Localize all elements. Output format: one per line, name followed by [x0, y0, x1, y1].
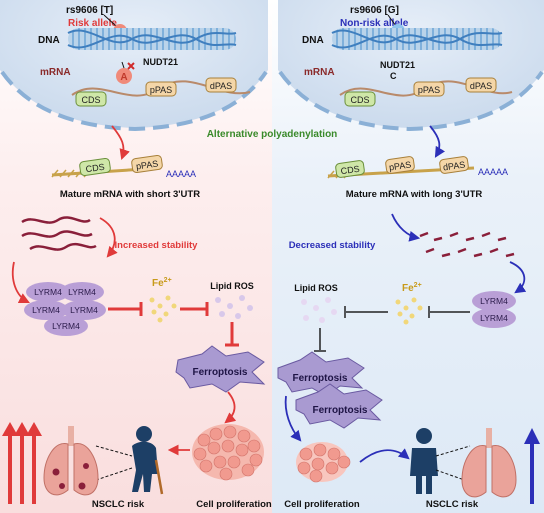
left-dna-helix-icon [67, 28, 237, 50]
right-strand-arrow-out [509, 261, 527, 294]
svg-text:CDS: CDS [85, 162, 105, 175]
right-mrna-label: mRNA [304, 67, 335, 78]
left-cds-box: CDS [75, 91, 107, 107]
right-cell-prolif-label: Cell proliferation [284, 499, 360, 510]
right-ferroptosis-star-2: Ferroptosis [295, 383, 383, 429]
svg-text:LYRM4: LYRM4 [52, 321, 80, 331]
right-dna-helix-icon [331, 28, 503, 50]
left-mrna-label: mRNA [40, 67, 71, 78]
svg-text:LYRM4: LYRM4 [34, 287, 62, 297]
svg-text:Ferroptosis: Ferroptosis [292, 373, 347, 384]
right-allele-label: Non-risk allele [340, 18, 409, 29]
right-cds-box: CDS [344, 91, 376, 107]
right-mrna-fragments [419, 231, 515, 258]
right-prolif-arrow [359, 448, 410, 463]
svg-text:CDS: CDS [350, 95, 369, 105]
svg-text:LYRM4: LYRM4 [32, 305, 60, 315]
right-lipid-ros-label: Lipid ROS [294, 283, 338, 293]
right-apa-arrow [429, 125, 446, 158]
left-lipid-ros-label: Lipid ROS [210, 281, 254, 291]
right-nudt21-label: NUDT21 [380, 60, 415, 70]
right-dpas-box: dPAS [465, 77, 497, 93]
svg-text:pPAS: pPAS [418, 85, 440, 95]
left-dna-label: DNA [38, 35, 60, 46]
left-mrna-base-circle [116, 68, 132, 84]
svg-text:dPAS: dPAS [470, 81, 492, 91]
svg-text:LYRM4: LYRM4 [68, 287, 96, 297]
nonrisk-up-arrow-icon [524, 428, 540, 504]
right-stability-label: Decreased stability [289, 240, 376, 251]
left-block-x-icon [127, 62, 135, 70]
right-strand-arrow-in [391, 213, 421, 242]
center-apa-label: Alternative polyadenylation [207, 129, 338, 140]
left-mrna-strands [21, 216, 97, 251]
left-strand-arrow [99, 217, 118, 258]
svg-text:CDS: CDS [81, 95, 100, 105]
right-product-caption: Mature mRNA with long 3'UTR [346, 189, 483, 200]
left-lyrm4-arrow [11, 261, 30, 303]
right-ferroptosis-star-1: Ferroptosis [277, 351, 365, 397]
svg-text:dPAS: dPAS [442, 159, 466, 172]
left-snp-label: rs9606 [T] [66, 5, 113, 16]
left-nsclc-label: NSCLC risk [92, 499, 145, 510]
svg-text:LYRM4: LYRM4 [480, 313, 508, 323]
left-mature-mrna: CDS pPAS AAAAA [51, 154, 196, 179]
left-cell-cluster-icon [192, 424, 264, 481]
left-ros-dots [215, 295, 253, 319]
svg-text:pPAS: pPAS [150, 85, 172, 95]
svg-text:pPAS: pPAS [135, 158, 159, 171]
left-nudt21-label: NUDT21 [143, 57, 178, 67]
right-fe-label: Fe2+ [402, 282, 422, 294]
svg-text:Ferroptosis: Ferroptosis [192, 367, 247, 378]
left-lyrm4-cluster: LYRM4 LYRM4 LYRM4 LYRM4 LYRM4 [24, 282, 106, 336]
svg-text:CDS: CDS [340, 164, 360, 177]
left-lung-icon [43, 426, 99, 496]
right-polya-tail: AAAAA [478, 167, 508, 177]
svg-text:dPAS: dPAS [210, 81, 232, 91]
left-mrna-base: A [120, 72, 127, 83]
left-polya-tail: AAAAA [166, 169, 196, 179]
right-mature-mrna: CDS pPAS dPAS AAAAA [327, 156, 508, 179]
right-snp-label: rs9606 [G] [350, 5, 399, 16]
right-cell-cluster-icon [296, 442, 351, 483]
left-ferroptosis-star: Ferroptosis [175, 345, 266, 393]
left-cell-prolif-label: Cell proliferation [196, 499, 272, 510]
right-lyrm4-cluster: LYRM4 LYRM4 [472, 291, 516, 328]
risk-up-arrows-icon [2, 422, 42, 504]
right-ros-dots [301, 297, 337, 323]
svg-text:LYRM4: LYRM4 [70, 305, 98, 315]
left-fe-dots [149, 295, 177, 323]
right-ppas-box: pPAS [413, 81, 445, 97]
left-fe-label: Fe2+ [152, 277, 172, 289]
svg-text:LYRM4: LYRM4 [480, 296, 508, 306]
left-stability-label: Increased stability [115, 240, 199, 251]
left-dpas-box: dPAS [205, 77, 237, 93]
right-dna-label: DNA [302, 35, 324, 46]
left-ppas-box: pPAS [145, 81, 177, 97]
left-product-caption: Mature mRNA with short 3'UTR [60, 189, 200, 200]
left-apa-arrow [111, 125, 130, 161]
left-allele-label: Risk allele [68, 18, 117, 29]
person-cane-icon [132, 426, 164, 495]
right-lung-icon [461, 428, 517, 498]
left-ferro-arrow [224, 391, 237, 424]
right-nudt21-base: C [390, 71, 397, 81]
svg-text:pPAS: pPAS [388, 159, 412, 172]
right-nsclc-label: NSCLC risk [426, 499, 479, 510]
person-icon [410, 428, 438, 494]
right-fe-dots [395, 297, 423, 325]
svg-text:Ferroptosis: Ferroptosis [312, 405, 367, 416]
right-ferro-arrow [284, 395, 302, 442]
